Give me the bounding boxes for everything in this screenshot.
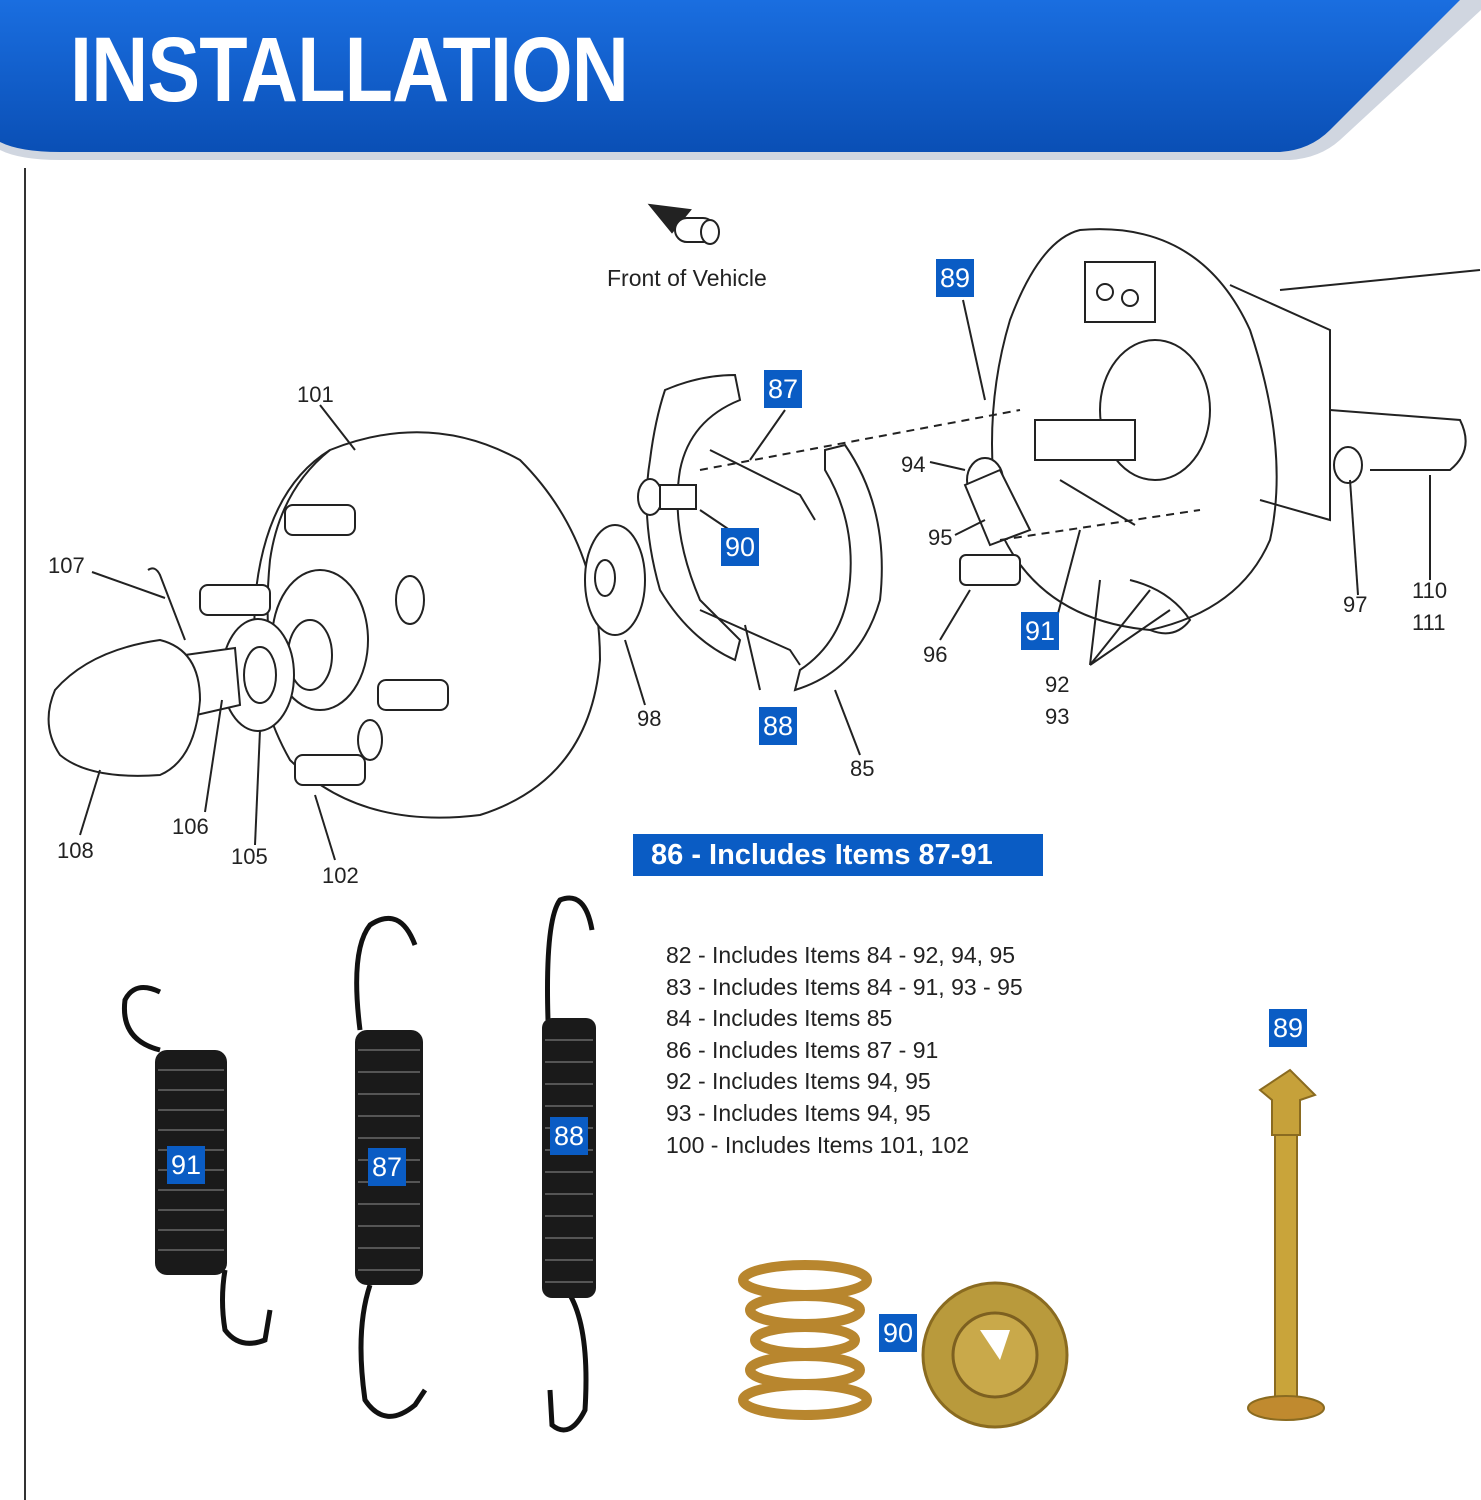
part-number-102: 102 — [322, 863, 359, 888]
part-number-106: 106 — [172, 814, 209, 839]
list-item: 100 - Includes Items 101, 102 — [666, 1131, 970, 1158]
includes-list: 82 - Includes Items 84 - 92, 94, 95 83 -… — [666, 940, 1023, 1161]
header-banner — [0, 0, 1481, 160]
badge-90-diagram: 90 — [721, 528, 759, 566]
part-number-92: 92 — [1045, 672, 1070, 697]
part-number-105: 105 — [231, 844, 268, 869]
hold-down-spring-photo — [738, 1260, 872, 1420]
part-number-96: 96 — [923, 642, 948, 667]
badge-87-photo: 87 — [368, 1148, 406, 1186]
retainer-cup-photo — [921, 1281, 1069, 1429]
badge-91-diagram: 91 — [1021, 612, 1059, 650]
badge-87-diagram: 87 — [764, 370, 802, 408]
hold-down-pin-photo — [1247, 1068, 1325, 1421]
spring-91-photo — [121, 985, 273, 1346]
left-frame-line — [24, 168, 26, 1500]
front-of-vehicle-label: Front of Vehicle — [607, 265, 767, 291]
part-number-101: 101 — [297, 382, 334, 407]
brake-shoe-assembly — [637, 373, 883, 692]
badge-90-photo: 90 — [879, 1314, 917, 1352]
includes-banner: 86 - Includes Items 87-91 — [633, 834, 1043, 876]
part-number-107: 107 — [48, 553, 85, 578]
part-number-110: 110 — [1412, 578, 1448, 603]
list-item: 93 - Includes Items 94, 95 — [666, 1099, 931, 1126]
brake-drum-101 — [199, 431, 602, 819]
part-number-85: 85 — [850, 756, 875, 781]
list-item: 92 - Includes Items 94, 95 — [666, 1068, 931, 1095]
badge-88-photo: 88 — [550, 1117, 588, 1155]
part-number-111: 111 — [1412, 610, 1446, 635]
list-item: 86 - Includes Items 87 - 91 — [666, 1036, 939, 1063]
spring-88-coil — [542, 1018, 596, 1298]
part-number-93: 93 — [1045, 704, 1070, 729]
part-number-95: 95 — [928, 525, 953, 550]
badge-88-diagram: 88 — [759, 707, 797, 745]
badge-91-photo: 91 — [167, 1146, 205, 1184]
part-number-94: 94 — [901, 452, 926, 477]
badge-89-diagram: 89 — [936, 259, 974, 297]
part-number-98: 98 — [637, 706, 662, 731]
part-number-108: 108 — [57, 838, 94, 863]
backing-plate — [991, 228, 1481, 632]
front-arrow-icon — [647, 203, 720, 245]
parts-photos — [121, 895, 1325, 1433]
page-title: INSTALLATION — [70, 19, 629, 121]
list-item: 83 - Includes Items 84 - 91, 93 - 95 — [666, 973, 1023, 1000]
badge-89-photo: 89 — [1269, 1009, 1307, 1047]
list-item: 84 - Includes Items 85 — [666, 1005, 893, 1032]
list-item: 82 - Includes Items 84 - 92, 94, 95 — [666, 942, 1016, 968]
part-number-97: 97 — [1343, 592, 1368, 617]
